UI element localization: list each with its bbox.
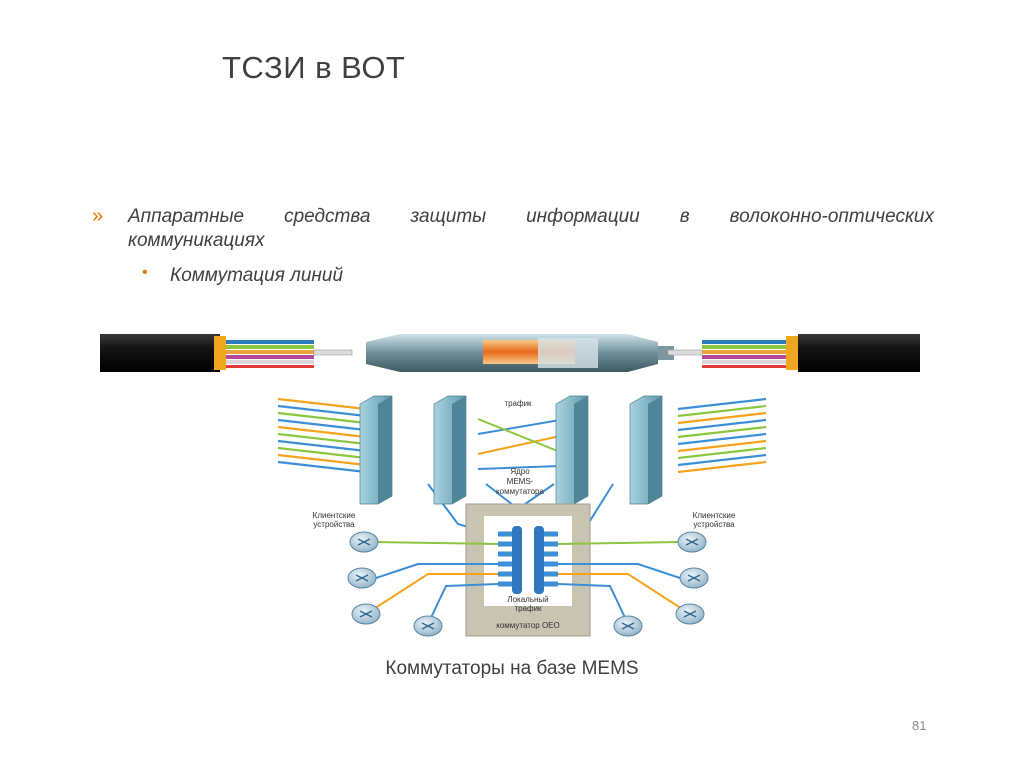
bullet-item-2: • Коммутация линий <box>92 264 934 287</box>
bullet-1-line-2: коммуникациях <box>128 230 265 251</box>
client-connections <box>365 541 691 625</box>
fiber-lines-left <box>277 397 367 474</box>
label-clients-left-line-1: Клиентские <box>313 511 356 520</box>
dot-bullet-icon: • <box>142 264 148 281</box>
fiber-cable-illustration <box>100 334 920 372</box>
bullet-1-word: волоконно-оптических <box>729 206 934 227</box>
figure-caption: Коммутаторы на базе MEMS <box>385 658 639 679</box>
bullet-item-1: » Аппаратные средства защиты информации … <box>92 205 934 253</box>
bullet-1-word: Аппаратные <box>128 206 245 227</box>
bullet-1-word: в <box>679 206 690 227</box>
bullet-1-word: средства <box>284 206 371 227</box>
bullet-2-text: Коммутация линий <box>170 265 344 286</box>
label-traffic: трафик <box>504 399 532 408</box>
chevron-bullet-icon: » <box>92 205 104 227</box>
label-oeo: коммутатор OEO <box>496 621 559 630</box>
mems-figure: трафик Ядро MEMS- коммутатора Клиентские… <box>98 324 922 644</box>
label-clients-left-line-2: устройства <box>313 520 355 529</box>
label-core-line-3: коммутатора <box>496 487 544 496</box>
bullet-1-line-1: Аппаратные средства защиты информации в … <box>128 205 934 229</box>
bullet-list: » Аппаратные средства защиты информации … <box>92 205 934 287</box>
page-number: 81 <box>912 718 927 733</box>
label-core-line-1: Ядро <box>510 467 530 476</box>
label-clients-right-line-1: Клиентские <box>693 511 736 520</box>
label-local-line-1: Локальный <box>507 595 548 604</box>
bullet-1-word: защиты <box>410 206 487 227</box>
label-local-line-2: трафик <box>514 604 542 613</box>
label-core-line-2: MEMS- <box>507 477 534 486</box>
label-clients-right-line-2: устройства <box>693 520 735 529</box>
oeo-switch-box <box>465 503 591 637</box>
fiber-lines-right <box>677 397 767 474</box>
bullet-1-word: информации <box>526 206 640 227</box>
client-router-icons <box>347 531 709 637</box>
slide-title: ТСЗИ в ВОТ <box>222 50 406 85</box>
mems-diagram: трафик Ядро MEMS- коммутатора Клиентские… <box>100 334 920 637</box>
